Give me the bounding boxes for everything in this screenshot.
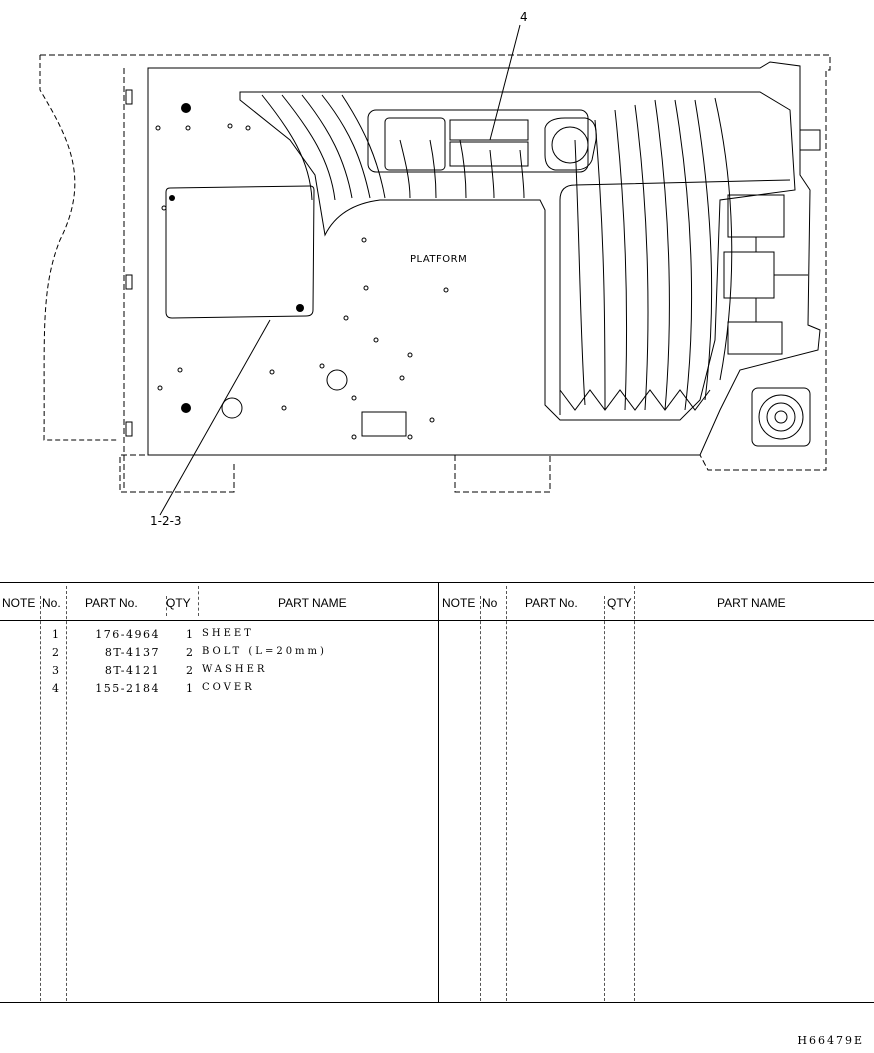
table-row: 2 8T-4137 2 BOLT (L=20mm) xyxy=(0,646,438,664)
header-note-right: NOTE xyxy=(442,596,476,610)
col-divider xyxy=(506,586,507,1001)
table-row: 1 176-4964 1 SHEET xyxy=(0,628,438,646)
header-part-no-right: PART No. xyxy=(525,596,578,610)
header-qty: QTY xyxy=(166,596,191,610)
header-qty-right: QTY xyxy=(607,596,632,610)
col-divider xyxy=(66,586,67,1001)
row-no: 2 xyxy=(52,646,60,659)
callout-cover: 4 xyxy=(520,10,528,24)
row-part-name: BOLT (L=20mm) xyxy=(202,646,327,657)
table-row: 4 155-2184 1 COVER xyxy=(0,682,438,700)
header-no: No. xyxy=(42,596,61,610)
header-part-name: PART NAME xyxy=(278,596,347,610)
row-no: 4 xyxy=(52,682,60,695)
row-qty: 1 xyxy=(186,682,194,695)
table-center-divider xyxy=(438,582,439,1002)
row-no: 3 xyxy=(52,664,60,677)
table-top-rule xyxy=(0,582,874,583)
row-part-name: WASHER xyxy=(202,664,268,675)
drawing-code: H66479E xyxy=(797,1034,864,1047)
col-divider xyxy=(198,586,199,616)
table-bottom-rule xyxy=(0,1002,874,1003)
row-qty: 1 xyxy=(186,628,194,641)
platform-drawing xyxy=(39,24,831,516)
header-part-no: PART No. xyxy=(85,596,138,610)
plate-label: PLATFORM xyxy=(410,254,468,265)
row-no: 1 xyxy=(52,628,60,641)
row-part-name: COVER xyxy=(202,682,255,693)
header-note: NOTE xyxy=(2,596,36,610)
row-part-no: 8T-4137 xyxy=(104,646,160,659)
row-qty: 2 xyxy=(186,664,194,677)
row-part-no: 155-2184 xyxy=(95,682,160,695)
parts-table: NOTE No. PART No. QTY PART NAME NOTE No … xyxy=(0,582,874,1004)
table-row: 3 8T-4121 2 WASHER xyxy=(0,664,438,682)
header-part-name-right: PART NAME xyxy=(717,596,786,610)
row-qty: 2 xyxy=(186,646,194,659)
row-part-no: 8T-4121 xyxy=(104,664,160,677)
col-divider xyxy=(40,596,41,1001)
row-part-no: 176-4964 xyxy=(95,628,160,641)
callout-sheet: 1-2-3 xyxy=(150,514,182,528)
table-header-rule xyxy=(0,620,874,621)
header-no-right: No xyxy=(482,596,498,610)
col-divider xyxy=(480,596,481,1001)
col-divider xyxy=(604,596,605,1001)
col-divider xyxy=(166,596,167,616)
row-part-name: SHEET xyxy=(202,628,254,639)
col-divider xyxy=(634,586,635,1001)
